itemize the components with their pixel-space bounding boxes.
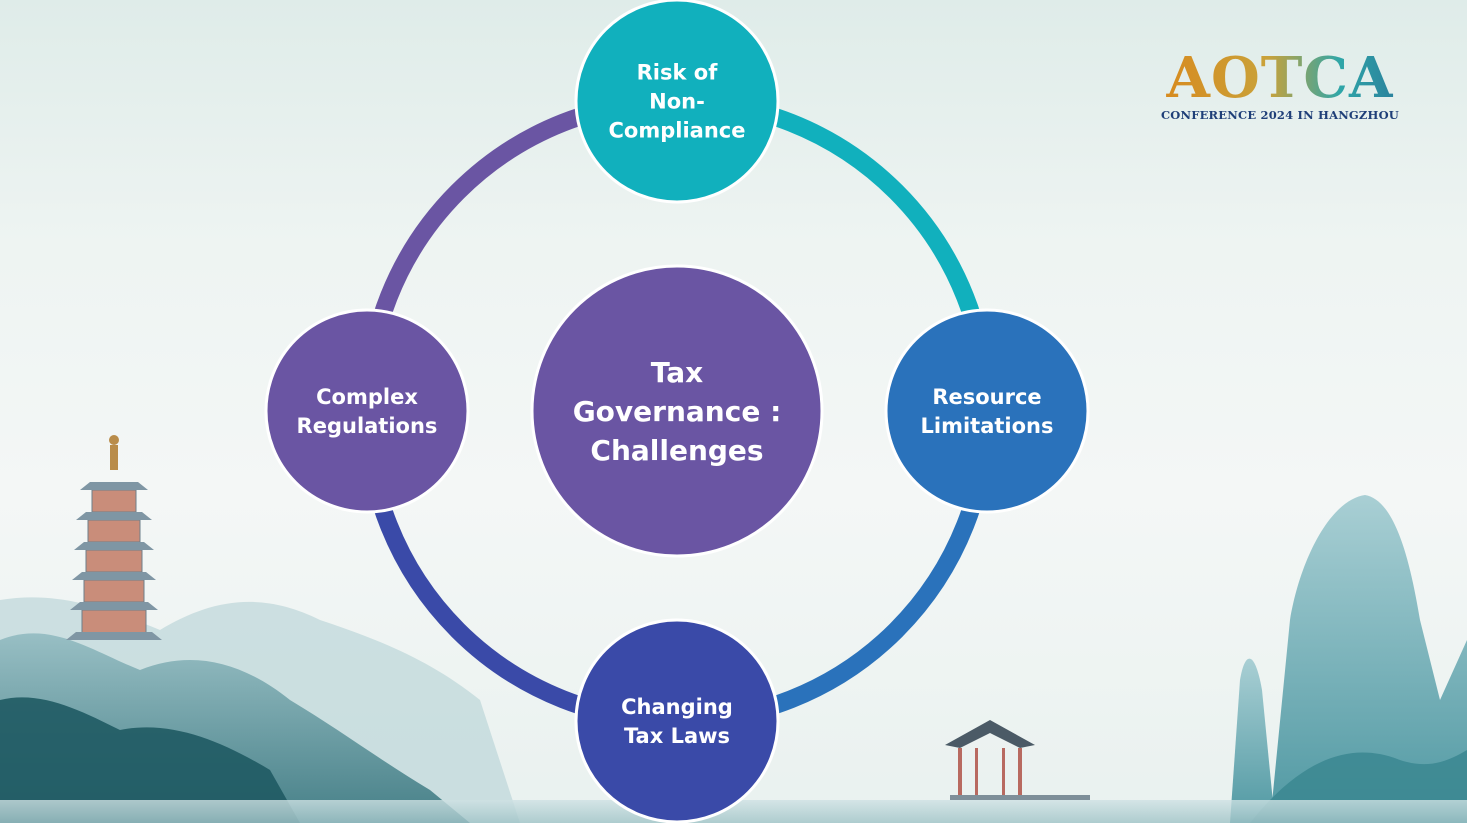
lake-water: [0, 800, 1467, 823]
pagoda-illustration: [66, 435, 162, 640]
center-node-label-line: Governance :: [573, 395, 782, 428]
logo-subtitle: CONFERENCE 2024 IN HANGZHOU: [1160, 108, 1400, 122]
center-node-label-line: Challenges: [590, 434, 763, 467]
center-node-circle: [530, 264, 824, 558]
pavilion-illustration: [945, 720, 1090, 800]
node-circle-changing-tax-laws: [574, 618, 780, 823]
node-label-risk-of-non-compliance-line: Non-: [649, 90, 705, 114]
aotca-logo: AOTCA CONFERENCE 2024 IN HANGZHOU: [1160, 48, 1400, 122]
node-label-resource-limitations-line: Resource: [932, 385, 1041, 409]
logo-title: AOTCA: [1160, 48, 1400, 108]
node-risk-of-non-compliance: Risk of Non- Compliance: [574, 0, 780, 204]
node-circle-complex-regulations: [264, 308, 470, 514]
node-circle-resource-limitations: [884, 308, 1090, 514]
node-label-changing-tax-laws-line: Changing: [621, 695, 733, 719]
node-label-changing-tax-laws-line: Tax Laws: [624, 724, 730, 748]
left-hills: [0, 597, 520, 823]
node-label-complex-regulations-line: Complex: [316, 385, 418, 409]
center-node-label-line: Tax: [651, 356, 703, 389]
node-circle-risk-of-non-compliance: [574, 0, 780, 204]
node-label-risk-of-non-compliance-line: Compliance: [609, 119, 746, 143]
node-label-resource-limitations-line: Limitations: [921, 414, 1054, 438]
node-label-risk-of-non-compliance-line: Risk of: [637, 61, 719, 85]
node-label-complex-regulations-line: Regulations: [297, 414, 438, 438]
